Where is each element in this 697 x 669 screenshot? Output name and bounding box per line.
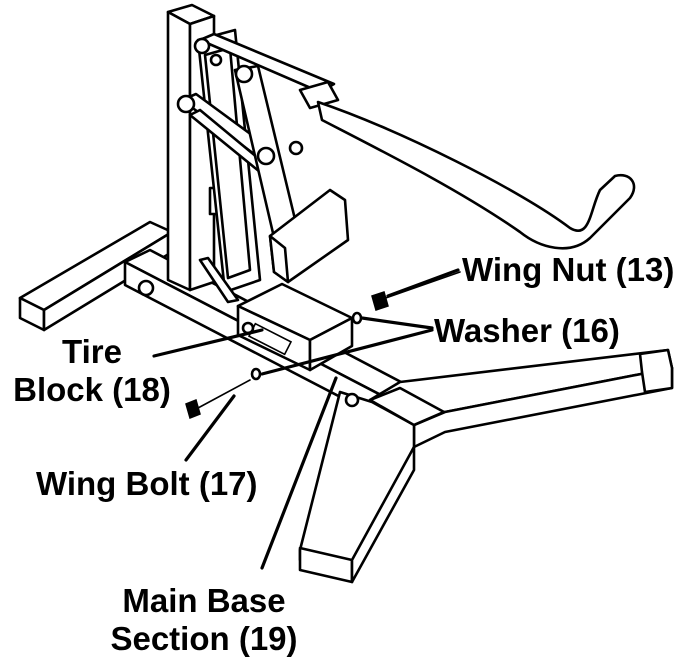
handle <box>298 80 636 250</box>
wing-nut-part <box>371 271 461 311</box>
right-base-leg <box>368 348 674 449</box>
main-base-label-line2: Section (19) <box>110 620 298 657</box>
wing-bolt-label: Wing Bolt (17) <box>36 465 258 502</box>
tire-block-label: Tire Block (18) <box>4 333 180 409</box>
wing-nut-label: Wing Nut (13) <box>462 251 675 288</box>
main-base-label: Main Base Section (19) <box>104 582 304 658</box>
main-base-label-line1: Main Base <box>122 582 286 619</box>
tire-block-label-line2: Block (18) <box>13 371 171 408</box>
foot-pad <box>268 188 350 284</box>
front-base-leg <box>298 386 446 584</box>
tire-block <box>236 282 354 372</box>
washer-parts <box>250 311 363 381</box>
pivot-arms <box>180 28 336 294</box>
wing-bolt-part <box>185 379 251 420</box>
arm-hardware <box>176 37 304 166</box>
leader-lines <box>152 268 460 570</box>
tire-block-label-line1: Tire <box>62 333 122 370</box>
washer-label: Washer (16) <box>434 312 620 349</box>
post-gusset <box>198 256 240 304</box>
upright-post <box>166 3 244 292</box>
